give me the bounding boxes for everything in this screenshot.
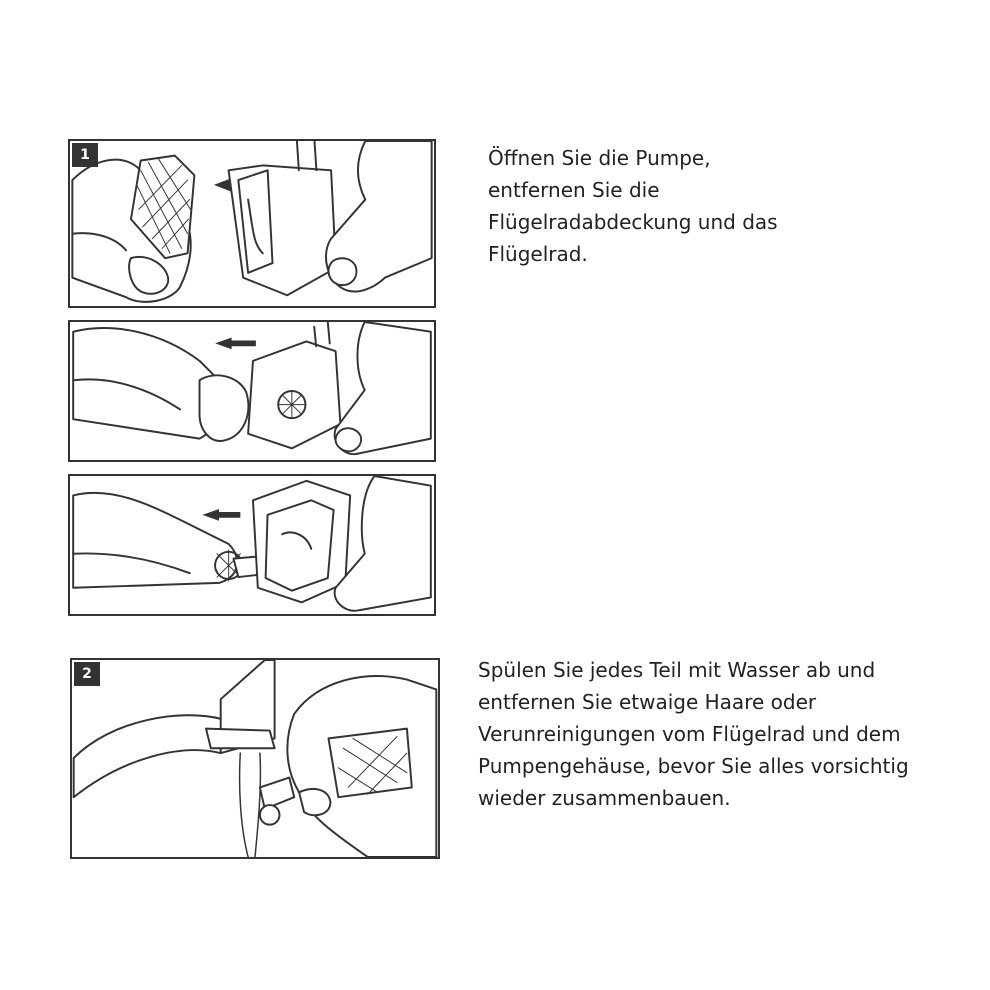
- step1-line-3: Flügelradabdeckung und das: [488, 210, 778, 234]
- step2-line-5: wieder zusammenbauen.: [478, 786, 731, 810]
- remove-impeller-cover-illustration: [72, 322, 432, 456]
- step1-illustration-b: [68, 320, 436, 462]
- step2-illustration: 2: [70, 658, 440, 859]
- step1-illustration-a: 1: [68, 139, 436, 308]
- step2-line-2: entfernen Sie etwaige Haare oder: [478, 690, 817, 714]
- step1-instructions: Öffnen Sie die Pumpe, entfernen Sie die …: [488, 142, 778, 270]
- step1-line-1: Öffnen Sie die Pumpe,: [488, 146, 711, 170]
- step2-line-4: Pumpengehäuse, bevor Sie alles vorsichti…: [478, 754, 909, 778]
- step1-illustration-c: [68, 474, 436, 616]
- step1-line-4: Flügelrad.: [488, 242, 588, 266]
- remove-filter-cover-illustration: [71, 141, 433, 303]
- step2-number-badge: 2: [74, 662, 100, 686]
- rinse-parts-illustration: [72, 660, 438, 857]
- step1-number-badge: 1: [72, 143, 98, 167]
- step2-instructions: Spülen Sie jedes Teil mit Wasser ab und …: [478, 654, 909, 814]
- step2-line-3: Verunreinigungen vom Flügelrad und dem: [478, 722, 901, 746]
- arrow-left-icon: [215, 337, 256, 350]
- arrow-left-icon: [202, 509, 241, 521]
- remove-impeller-illustration: [72, 476, 432, 612]
- step1-line-2: entfernen Sie die: [488, 178, 660, 202]
- step2-line-1: Spülen Sie jedes Teil mit Wasser ab und: [478, 658, 876, 682]
